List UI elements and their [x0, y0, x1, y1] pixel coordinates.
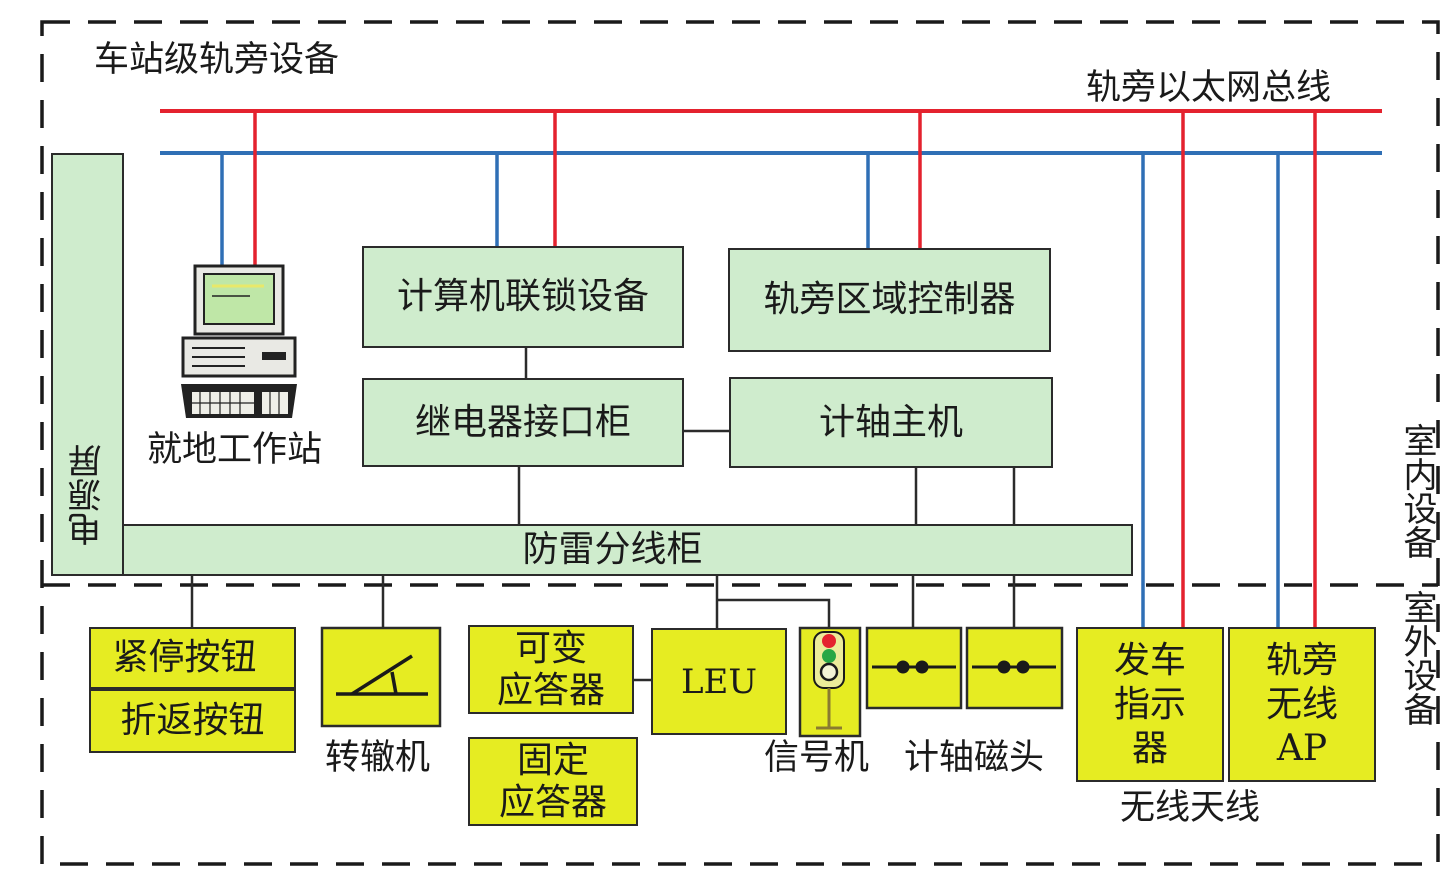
axle-host-box: 计轴主机 — [729, 377, 1053, 468]
lightning-cabinet-label: 防雷分线柜 — [522, 529, 703, 570]
fixed-balise-label: 固定 应答器 — [498, 739, 607, 823]
leu-box: LEU — [651, 628, 787, 735]
zone-controller-label: 轨旁区域控制器 — [763, 279, 1016, 320]
leu-label: LEU — [680, 661, 758, 702]
ethernet-bus-label: 轨旁以太网总线 — [1086, 68, 1332, 108]
wireless-antenna-label: 无线天线 — [1120, 788, 1261, 828]
wayside-ap-label: 轨旁 无线 AP — [1265, 639, 1338, 769]
signal-label: 信号机 — [764, 738, 870, 778]
lightning-cabinet-box: 防雷分线柜 — [122, 524, 1133, 576]
emergency-stop-label: 紧停按钮 — [112, 637, 257, 678]
zone-controller-box: 轨旁区域控制器 — [728, 248, 1051, 352]
axle-counter-sensor-icon — [965, 626, 1064, 710]
station-boundary — [40, 20, 1440, 866]
switch-machine-icon — [320, 626, 442, 728]
fixed-balise-box: 固定 应答器 — [468, 737, 638, 826]
switch-machine-label: 转辙机 — [325, 738, 431, 778]
relay-cabinet-box: 继电器接口柜 — [362, 378, 684, 467]
departure-indicator-box: 发车 指示 器 — [1076, 627, 1224, 782]
workstation-label: 就地工作站 — [147, 430, 323, 470]
relay-cabinet-label: 继电器接口柜 — [414, 401, 631, 443]
interlocking-box: 计算机联锁设备 — [362, 246, 684, 348]
axle-host-label: 计轴主机 — [818, 401, 963, 443]
computer-icon — [181, 264, 297, 418]
wayside-ap-box: 轨旁 无线 AP — [1228, 627, 1376, 782]
emergency-stop-box: 紧停按钮 — [89, 627, 296, 689]
departure-indicator-label: 发车 指示 器 — [1113, 639, 1186, 769]
turnback-box: 折返按钮 — [89, 689, 296, 753]
power-panel-box: 电源屏 — [51, 153, 124, 576]
link-lightning-signal — [717, 598, 831, 628]
traffic-signal-icon — [798, 626, 862, 738]
indoor-equipment-label: 室内设备 — [1397, 423, 1437, 559]
axle-counter-sensor-icon — [865, 626, 963, 710]
station-group-title: 车站级轨旁设备 — [94, 40, 340, 80]
variable-balise-label: 可变 应答器 — [496, 627, 605, 711]
interlocking-label: 计算机联锁设备 — [396, 276, 649, 317]
power-panel-label: 电源屏 — [67, 443, 108, 546]
axle-sensor-label: 计轴磁头 — [904, 738, 1045, 778]
turnback-label: 折返按钮 — [120, 700, 265, 741]
variable-balise-box: 可变 应答器 — [468, 625, 634, 714]
outdoor-equipment-label: 室外设备 — [1397, 590, 1437, 726]
